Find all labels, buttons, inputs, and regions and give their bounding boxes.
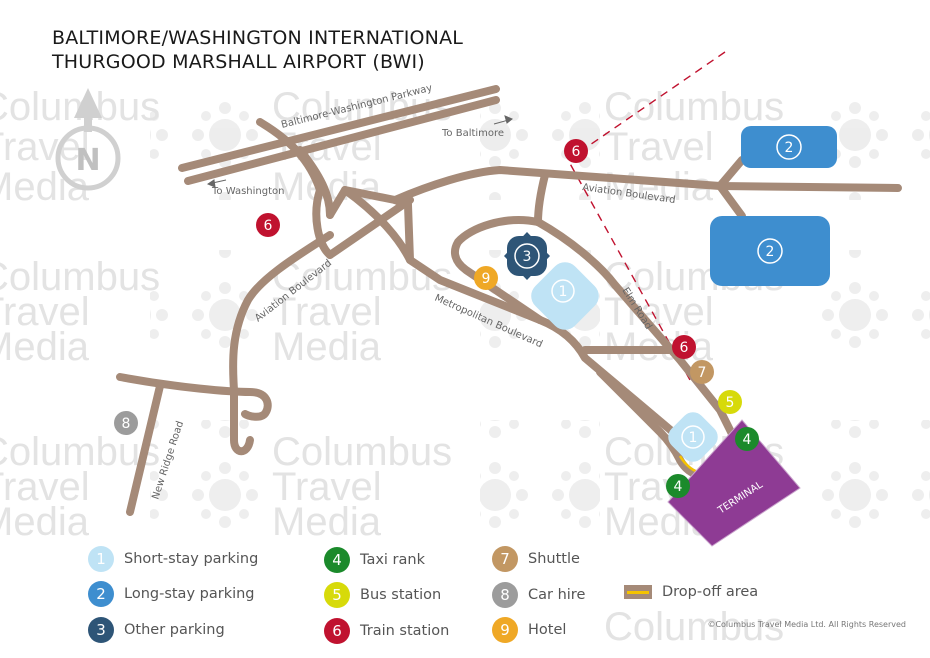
legend-taxi: 4 Taxi rank [324, 547, 425, 573]
legend-label-other-parking: Other parking [124, 622, 225, 638]
svg-text:Columbus: Columbus [0, 430, 160, 474]
legend-shuttle: 7 Shuttle [492, 546, 580, 572]
svg-text:9: 9 [482, 271, 491, 287]
taxi-marker-east: 4 [735, 427, 759, 451]
legend-badge-other-parking: 3 [88, 617, 114, 643]
legend-label-shuttle: Shuttle [528, 551, 580, 567]
svg-text:6: 6 [680, 340, 689, 356]
svg-text:Travel: Travel [604, 125, 714, 169]
legend-dropoff: Drop-off area [624, 582, 758, 602]
legend-label-dropoff: Drop-off area [662, 584, 759, 600]
legend-badge-train: 6 [324, 618, 350, 644]
svg-text:Media: Media [272, 325, 382, 369]
north-arrow-icon: N [55, 88, 121, 191]
svg-text:6: 6 [264, 218, 273, 234]
legend-short-stay: 1 Short-stay parking [88, 546, 258, 572]
map-title-line1: BALTIMORE/WASHINGTON INTERNATIONAL [52, 27, 464, 49]
legend-badge-taxi: 4 [324, 547, 350, 573]
legend-bus: 5 Bus station [324, 582, 441, 608]
svg-text:Travel: Travel [0, 465, 90, 509]
svg-text:4: 4 [674, 479, 683, 495]
label-to-washington: To Washington [211, 186, 284, 197]
svg-text:3: 3 [523, 249, 532, 265]
svg-text:1: 1 [689, 430, 698, 446]
legend-label-long-stay: Long-stay parking [124, 586, 255, 602]
legend-label-taxi: Taxi rank [360, 552, 425, 568]
svg-text:6: 6 [572, 144, 581, 160]
train-marker-west: 6 [256, 213, 280, 237]
train-marker-elm-road: 6 [672, 335, 696, 359]
svg-text:Travel: Travel [272, 465, 382, 509]
svg-text:Columbus: Columbus [272, 255, 452, 299]
legend-car-hire: 8 Car hire [492, 582, 585, 608]
other-parking-area: 3 [504, 232, 550, 280]
long-stay-parking-area-north: 2 [741, 126, 837, 168]
svg-text:4: 4 [743, 432, 752, 448]
svg-text:Columbus: Columbus [604, 85, 784, 129]
svg-text:Media: Media [0, 500, 90, 544]
short-stay-parking-area-terminal: 1 [668, 412, 718, 462]
dropoff-swatch-icon [624, 585, 652, 599]
svg-text:7: 7 [698, 365, 707, 381]
svg-text:Travel: Travel [272, 290, 382, 334]
legend-long-stay: 2 Long-stay parking [88, 581, 255, 607]
train-marker-north: 6 [564, 139, 588, 163]
short-stay-parking-area-north: 1 [531, 262, 599, 330]
rail-line [567, 51, 726, 381]
shuttle-marker: 7 [690, 360, 714, 384]
legend-label-car-hire: Car hire [528, 587, 586, 603]
svg-text:Media: Media [0, 325, 90, 369]
copyright-notice: ©Columbus Travel Media Ltd. All Rights R… [707, 620, 906, 629]
terminal-building: TERMINAL [667, 419, 801, 547]
svg-text:8: 8 [122, 416, 131, 432]
legend-badge-short-stay: 1 [88, 546, 114, 572]
legend-badge-hotel: 9 [492, 617, 518, 643]
map-title-line2: THURGOOD MARSHALL AIRPORT (BWI) [52, 51, 425, 73]
direction-arrows [206, 115, 513, 188]
svg-text:1: 1 [559, 284, 568, 300]
svg-text:Travel: Travel [0, 290, 90, 334]
svg-text:2: 2 [766, 244, 775, 260]
legend-label-bus: Bus station [360, 587, 442, 603]
svg-text:5: 5 [726, 395, 735, 411]
legend-badge-bus: 5 [324, 582, 350, 608]
svg-text:2: 2 [785, 140, 794, 156]
legend-label-train: Train station [360, 623, 450, 639]
legend-label-short-stay: Short-stay parking [124, 551, 259, 567]
legend-label-hotel: Hotel [528, 622, 567, 638]
car-hire-marker: 8 [114, 411, 138, 435]
hotel-marker: 9 [474, 266, 498, 290]
taxi-marker-west: 4 [666, 474, 690, 498]
label-to-baltimore: To Baltimore [441, 128, 504, 139]
legend-badge-shuttle: 7 [492, 546, 518, 572]
legend-badge-car-hire: 8 [492, 582, 518, 608]
compass-letter: N [75, 143, 100, 178]
map-title: BALTIMORE/WASHINGTON INTERNATIONAL THURG… [52, 26, 463, 74]
legend-other-parking: 3 Other parking [88, 617, 225, 643]
legend-badge-long-stay: 2 [88, 581, 114, 607]
long-stay-parking-area-south: 2 [710, 216, 830, 286]
legend-hotel: 9 Hotel [492, 617, 566, 643]
svg-text:Columbus: Columbus [272, 430, 452, 474]
svg-text:Columbus: Columbus [604, 605, 784, 649]
bus-marker: 5 [718, 390, 742, 414]
svg-text:Media: Media [272, 500, 382, 544]
legend-train: 6 Train station [324, 618, 449, 644]
svg-text:Columbus: Columbus [0, 255, 160, 299]
